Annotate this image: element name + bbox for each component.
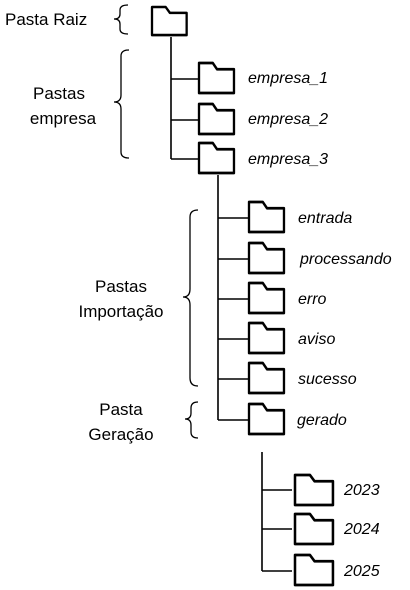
folder-node-2025: 2025 [293, 553, 380, 587]
folder-icon [247, 200, 286, 234]
empresa-brace [113, 49, 130, 159]
folder-node-sucesso: sucesso [247, 361, 357, 395]
tree-connectors [170, 37, 292, 572]
geracao-brace [184, 401, 199, 439]
folder-name-processando: processando [299, 251, 392, 268]
folder-node-empresa-2: empresa_2 [197, 102, 328, 136]
folder-node-processando: processando [247, 241, 392, 275]
folder-name-2024: 2024 [343, 521, 380, 538]
folder-icon [293, 473, 335, 507]
folder-icon [247, 321, 286, 355]
folder-name-empresa-2: empresa_2 [248, 111, 328, 128]
folder-icon [247, 281, 286, 315]
folder-node-2023: 2023 [293, 473, 380, 507]
folder-name-2025: 2025 [343, 563, 380, 580]
folder-node-aviso: aviso [247, 321, 335, 355]
group-geracao-label-line1: Pasta [99, 400, 143, 419]
folder-node-gerado: gerado [247, 402, 347, 436]
folder-name-gerado: gerado [297, 412, 347, 429]
group-empresa-label-line1: Pastas [33, 84, 85, 103]
connector-empresa3-children [217, 175, 248, 421]
group-geracao-label-line2: Geração [88, 425, 153, 444]
group-empresa-label-line2: empresa [30, 109, 97, 128]
folder-node-empresa-1: empresa_1 [197, 61, 328, 95]
connector-root-children [170, 37, 198, 160]
folder-icon [247, 402, 286, 436]
folder-name-erro: erro [298, 291, 327, 308]
folder-name-2023: 2023 [343, 482, 380, 499]
folder-icon [293, 512, 335, 546]
folder-name-empresa-3: empresa_3 [248, 151, 328, 168]
folder-name-sucesso: sucesso [298, 371, 357, 388]
root-label: Pasta Raiz [5, 10, 87, 29]
folder-node-2024: 2024 [293, 512, 380, 546]
folder-icon [247, 241, 286, 275]
folder-node-erro: erro [247, 281, 327, 315]
folder-icon [247, 361, 286, 395]
group-importacao-label-line1: Pastas [95, 277, 147, 296]
connector-gerado-children [261, 452, 292, 572]
folder-node-entrada: entrada [247, 200, 352, 234]
folder-name-aviso: aviso [298, 331, 335, 348]
folder-name-entrada: entrada [298, 210, 352, 227]
folder-name-empresa-1: empresa_1 [248, 70, 328, 87]
root-brace [113, 4, 129, 35]
importacao-brace [182, 209, 199, 387]
folder-node-empresa-3: empresa_3 [197, 141, 328, 175]
group-braces [113, 4, 199, 439]
group-importacao-label-line2: Importação [78, 302, 163, 321]
folder-icon [197, 61, 236, 95]
root-folder-icon [150, 5, 188, 37]
folder-icon [293, 553, 335, 587]
folder-icon [197, 141, 236, 175]
folder-icon [197, 102, 236, 136]
